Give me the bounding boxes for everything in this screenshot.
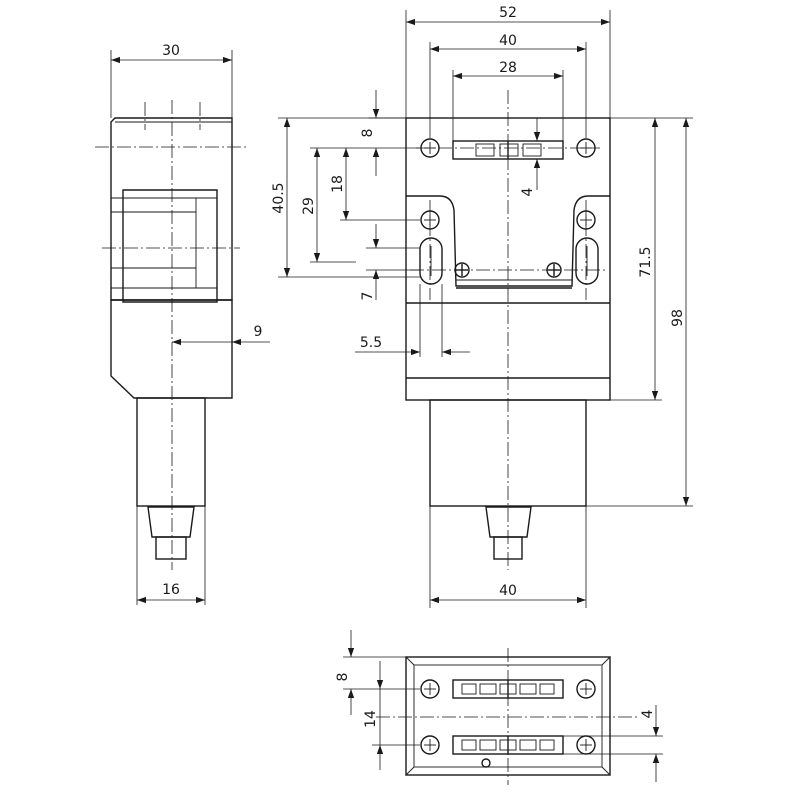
dim-offset-5-5: 5.5 (360, 335, 382, 351)
dim-side-width: 30 (162, 43, 180, 59)
dim-height-18: 18 (330, 175, 346, 193)
dim-top-slot-4: 4 (640, 709, 656, 718)
dim-shaft-width: 16 (162, 582, 180, 598)
dim-overall-width: 52 (499, 5, 517, 21)
dim-side-depth: 9 (254, 324, 263, 340)
dim-slot-height: 4 (520, 187, 536, 196)
dim-height-29: 29 (301, 197, 317, 215)
front-view: 52 40 28 8 4 40.5 29 18 (271, 5, 693, 608)
dim-bottom-width: 40 (499, 583, 517, 599)
dim-height-71-5: 71.5 (638, 246, 654, 277)
dim-pitch-14: 14 (363, 710, 379, 728)
dim-slot-7: 7 (360, 292, 376, 301)
dim-top-edge-8: 8 (335, 673, 351, 682)
top-view: 8 14 4 (335, 630, 663, 785)
dim-top-offset: 8 (360, 129, 376, 138)
dim-overall-height: 98 (670, 309, 686, 327)
dim-hole-spacing: 40 (499, 33, 517, 49)
side-view: 30 9 16 (95, 43, 270, 605)
dim-slot-width: 28 (499, 60, 517, 76)
dim-height-40-5: 40.5 (271, 182, 287, 213)
